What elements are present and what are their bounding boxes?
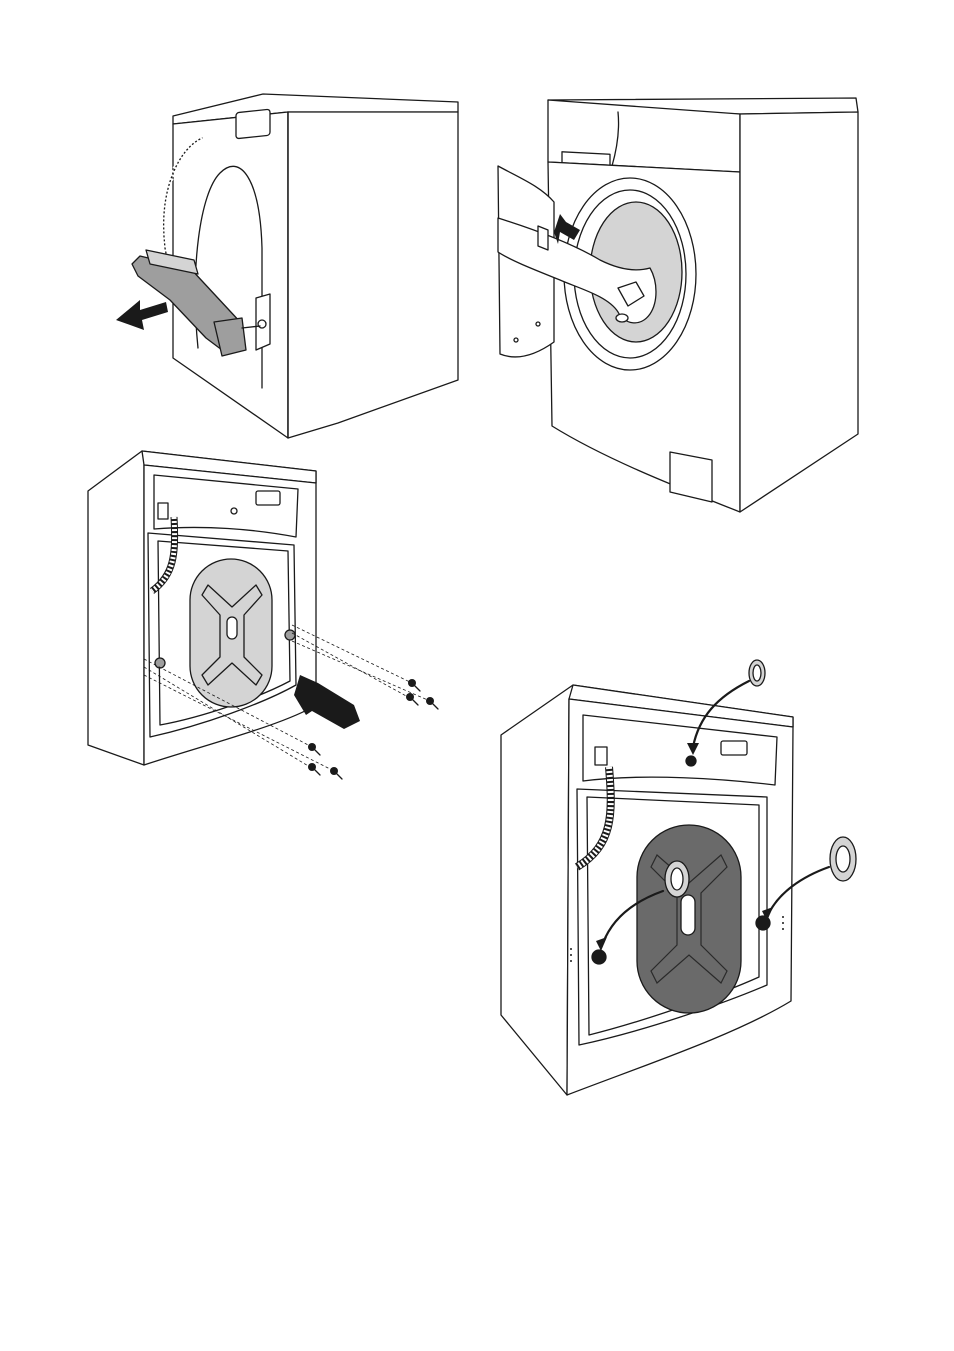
step-fit-hole-caps <box>495 655 875 1100</box>
arrow-icon <box>294 675 360 729</box>
machine-cabinet-rear <box>173 94 458 438</box>
bolt-hole <box>155 658 165 668</box>
step-remove-transit-bracket <box>110 88 470 448</box>
step-remove-transit-bolts <box>84 445 454 785</box>
rear-cover-plate <box>637 825 741 1013</box>
arrow-icon <box>116 300 168 330</box>
hole-left <box>592 950 606 964</box>
bolt-hole <box>285 630 295 640</box>
rear-cover-plate <box>190 559 272 707</box>
step-remove-drum-packing <box>490 92 870 522</box>
hole-top <box>686 756 696 766</box>
